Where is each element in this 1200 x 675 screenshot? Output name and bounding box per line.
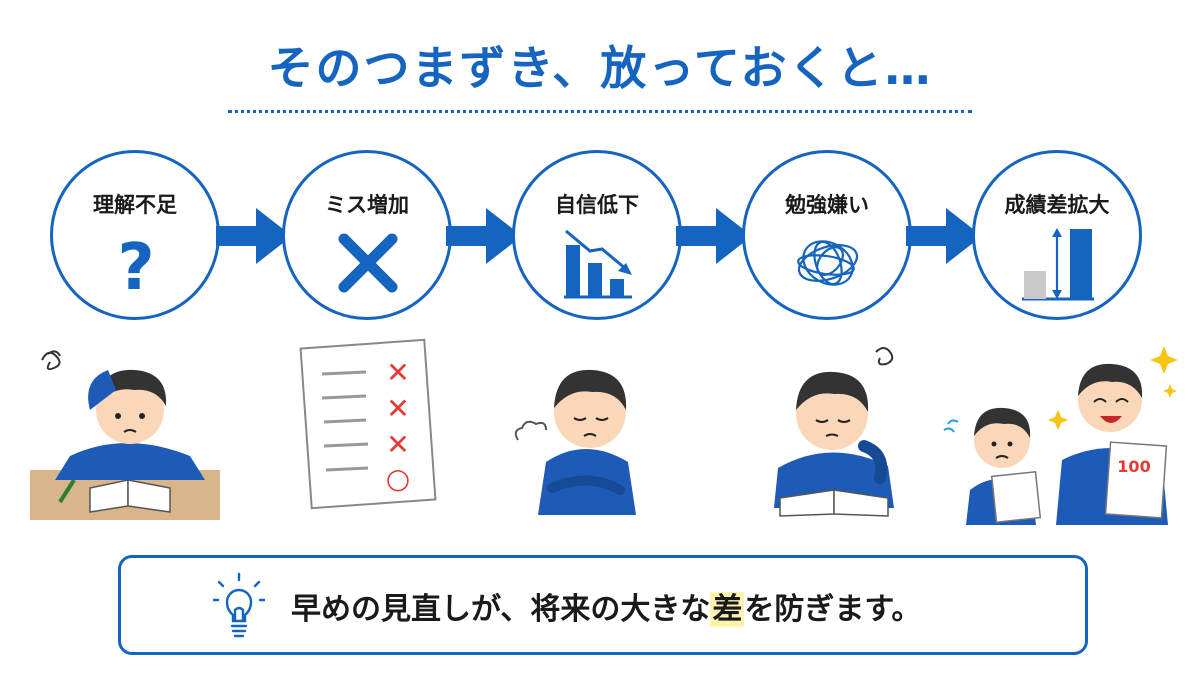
arrow-right-icon [676,208,752,264]
step-label: 理解不足 [93,193,177,217]
step-understanding-shortage: 理解不足 ? [50,150,220,320]
confused-student-illustration [30,350,220,520]
falling-bar-chart-icon [564,229,632,299]
test-mark: ✕ [386,356,409,389]
grade-gap-students-illustration: 100 [943,346,1178,525]
advice-callout-box: 早めの見直しが、将来の大きな差を防ぎます。 [118,555,1088,655]
test-mark: ○ [386,462,410,495]
cross-mark-icon [338,233,398,293]
lightbulb-icon [213,572,265,638]
bar-gap-comparison-icon [1022,228,1094,301]
svg-text:?: ? [117,231,154,301]
step-confidence-decline: 自信低下 [512,150,682,320]
arrow-right-icon [906,208,982,264]
test-mark: ✕ [386,428,409,461]
step-mistakes-increase: ミス増加 [282,150,452,320]
title-dotted-divider [228,110,972,113]
score-100-mark: 100 [1117,457,1150,476]
step-label: 成績差拡大 [1004,193,1110,217]
highlighted-word: 差 [710,592,745,627]
arrow-right-icon [446,208,522,264]
arrow-right-icon [216,208,292,264]
advice-callout-text: 早めの見直しが、将来の大きな差を防ぎます。 [291,584,921,628]
tangled-scribble-icon [797,240,859,286]
callout-text-before: 早めの見直しが、将来の大きな [291,592,711,627]
test-mark: ✕ [386,392,409,425]
page-title: そのつまずき、放っておくと… [267,41,933,95]
unmotivated-student-illustration [774,347,894,517]
step-label: 自信低下 [555,193,639,217]
marked-test-paper-illustration: ✕ ✕ ✕ ○ [299,338,437,510]
dejected-student-illustration [514,369,636,515]
step-dislike-studying: 勉強嫌い [742,150,912,320]
step-label: 勉強嫌い [785,193,869,217]
step-grade-gap-widens: 成績差拡大 [972,150,1142,320]
question-mark-icon: ? [117,231,154,301]
callout-text-after: を防ぎます。 [744,592,922,627]
step-label: ミス増加 [325,193,409,217]
